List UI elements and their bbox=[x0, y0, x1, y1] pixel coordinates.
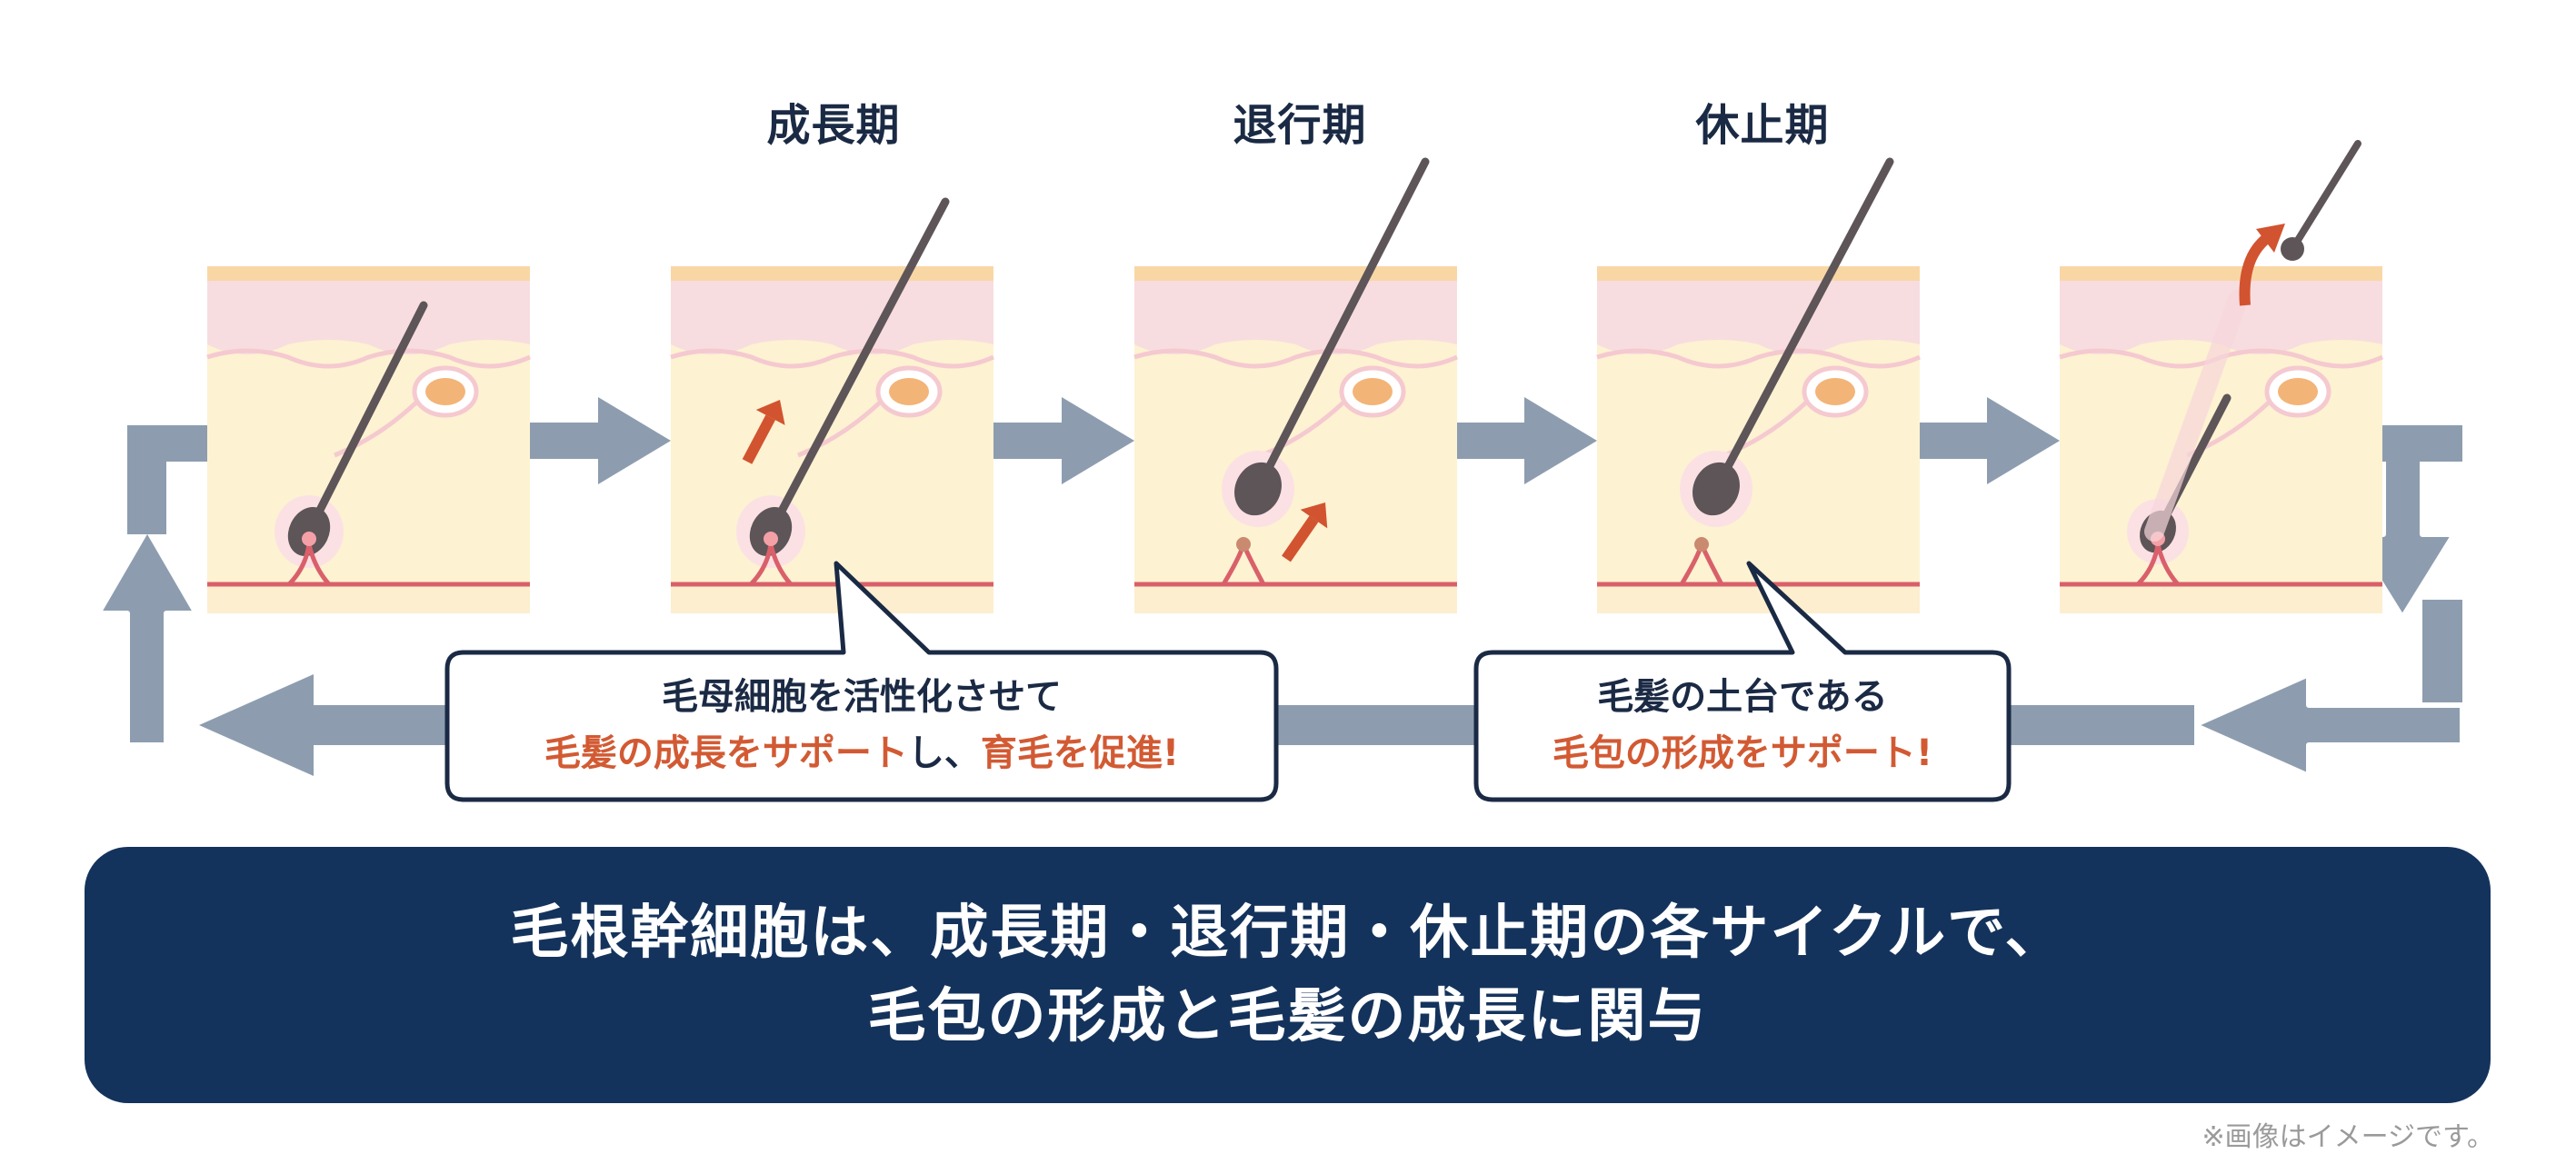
summary-banner: 毛根幹細胞は、成長期・退行期・休止期の各サイクルで、 毛包の形成と毛髪の成長に関… bbox=[85, 847, 2491, 1103]
callout-text-2: 毛髪の土台である 毛包の形成をサポート! bbox=[1476, 669, 2009, 781]
growth-arrow-catagen bbox=[1282, 502, 1328, 562]
forward-arrow-3 bbox=[1457, 397, 1597, 484]
subcutaneous-layer bbox=[1134, 587, 1457, 613]
sebaceous-gland-core bbox=[2278, 378, 2318, 405]
callout-bubble-2 bbox=[1473, 561, 2012, 802]
callout-text-1: 毛母細胞を活性化させて 毛髪の成長をサポートし、育毛を促進! bbox=[447, 669, 1276, 781]
skin-panel-2 bbox=[670, 197, 995, 613]
shed-hair-bulb bbox=[2281, 237, 2304, 261]
shed-hair-shaft bbox=[2289, 140, 2361, 253]
callout-2-line1: 毛髪の土台である bbox=[1597, 676, 1888, 718]
forward-arrow-1 bbox=[530, 397, 671, 484]
follicle-canal bbox=[2144, 290, 2248, 542]
skin-surface-layer bbox=[671, 266, 993, 281]
callout-1-highlight: 毛髪の成長をサポート bbox=[544, 732, 908, 774]
skin-surface-layer bbox=[1597, 266, 1920, 281]
callout-bubble-1 bbox=[444, 561, 1279, 802]
sebaceous-gland-core bbox=[1353, 378, 1393, 405]
red-arrow-shaft bbox=[1282, 515, 1319, 562]
subcutaneous-layer bbox=[1597, 587, 1920, 613]
skin-panel-4 bbox=[1596, 157, 1922, 613]
subcutaneous-layer bbox=[671, 587, 993, 613]
hair-shaft bbox=[766, 197, 950, 536]
phase-label-anagen: 成長期 bbox=[766, 100, 901, 151]
loop-bottom-right-arrow bbox=[2192, 672, 2465, 779]
red-arrow-shaft bbox=[742, 414, 776, 464]
growth-arrow-anagen bbox=[742, 400, 785, 464]
hair-bulb bbox=[1692, 462, 1740, 516]
forward-arrow-2 bbox=[993, 397, 1134, 484]
dermis-wave-line bbox=[1596, 348, 1922, 369]
sebaceous-gland-core bbox=[425, 378, 465, 405]
dermis-wave-line bbox=[1133, 348, 1459, 369]
hair-shaft bbox=[305, 301, 428, 536]
callout-1-highlight2: 育毛を促進! bbox=[980, 732, 1180, 774]
image-disclaimer: ※画像はイメージです。 bbox=[2202, 1121, 2494, 1153]
epidermis-layer bbox=[671, 281, 993, 354]
forward-arrow-4 bbox=[1920, 397, 2060, 484]
callout-bubbles bbox=[444, 561, 2012, 802]
callout-2-highlight: 毛包の形成をサポート! bbox=[1552, 732, 1933, 774]
skin-panel-3 bbox=[1133, 157, 1459, 613]
shedding-arrow bbox=[2239, 224, 2285, 306]
skin-surface-layer bbox=[1134, 266, 1457, 281]
gland-duct bbox=[797, 399, 884, 458]
epidermis-layer bbox=[1597, 281, 1920, 354]
callout-1-line2: 毛髪の成長をサポートし、育毛を促進! bbox=[447, 725, 1276, 781]
red-arrow-head bbox=[755, 400, 785, 425]
gland-duct bbox=[334, 399, 420, 458]
epidermis-layer bbox=[207, 281, 530, 354]
banner-line-2: 毛包の形成と毛髪の成長に関与 bbox=[867, 983, 1708, 1050]
loop-right-stub bbox=[2382, 425, 2462, 462]
dermis-wave-line bbox=[670, 348, 995, 369]
callout-1-plain: し、 bbox=[907, 732, 981, 774]
skin-panel-1 bbox=[206, 266, 532, 613]
gland-duct bbox=[1261, 399, 1347, 458]
sebaceous-gland-core bbox=[1815, 378, 1855, 405]
phase-label-telogen: 休止期 bbox=[1695, 100, 1830, 151]
red-arrow-head bbox=[1300, 502, 1328, 529]
callout-1-line1: 毛母細胞を活性化させて bbox=[662, 676, 1062, 718]
subcutaneous-layer bbox=[207, 587, 530, 613]
epidermis-layer bbox=[1134, 281, 1457, 354]
phase-label-catagen: 退行期 bbox=[1233, 100, 1367, 151]
dermal-papilla bbox=[1694, 537, 1709, 552]
hair-bulb bbox=[1234, 462, 1282, 516]
summary-banner-text: 毛根幹細胞は、成長期・退行期・休止期の各サイクルで、 毛包の形成と毛髪の成長に関… bbox=[85, 847, 2491, 1103]
shedding-arrow-curve bbox=[2239, 234, 2271, 306]
loop-left-up-arrow bbox=[95, 526, 199, 748]
loop-left-stub bbox=[127, 425, 209, 462]
skin-surface-layer bbox=[207, 266, 530, 281]
callout-2-line2: 毛包の形成をサポート! bbox=[1476, 725, 2009, 781]
hair-shaft bbox=[1253, 157, 1430, 493]
dermis-wave-line bbox=[206, 348, 532, 369]
skin-surface-layer bbox=[2060, 266, 2382, 281]
dermal-papilla bbox=[302, 532, 316, 546]
dermal-papilla bbox=[764, 532, 778, 546]
sebaceous-gland-core bbox=[889, 378, 929, 405]
banner-line-1: 毛根幹細胞は、成長期・退行期・休止期の各サイクルで、 bbox=[510, 900, 2065, 967]
dermal-papilla bbox=[1236, 537, 1251, 552]
hair-shaft bbox=[1712, 157, 1894, 493]
subcutaneous-layer bbox=[2060, 587, 2382, 613]
shedding-arrow-head bbox=[2256, 224, 2285, 253]
